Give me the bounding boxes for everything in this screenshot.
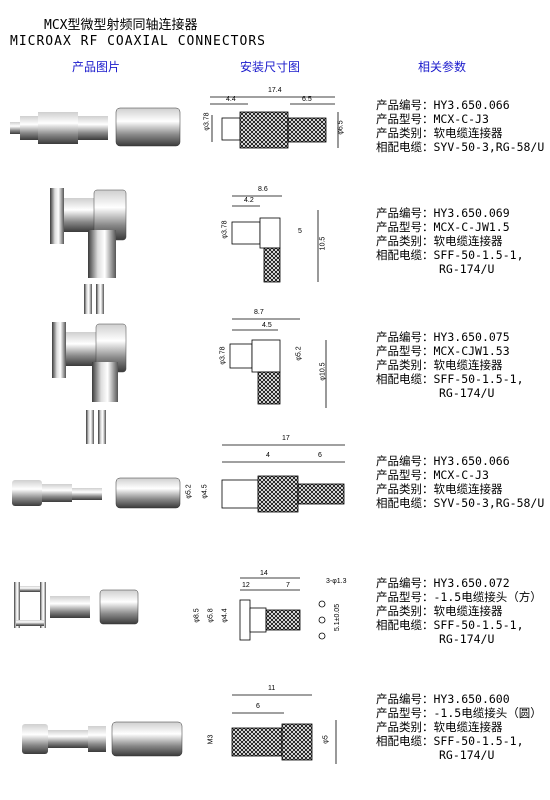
product-category: 产品类别：软电缆连接器 [376,234,503,248]
dim-5g: 3-φ1.3 [326,578,347,585]
product-code: 产品编号：HY3.650.066 [376,98,510,112]
product-category: 产品类别：软电缆连接器 [376,604,503,618]
connector-photo-6 [22,721,183,757]
product-cable: 相配电缆：SFF-50-1.5-1, [376,734,524,748]
dim-4b: 4 [266,452,270,459]
dimension-drawing-6 [231,694,337,764]
product-cable-2: RG-174/U [439,386,495,400]
product-model: 产品型号：-1.5电缆接头（圆） [376,706,542,720]
dim-6b: 6 [256,703,260,710]
product-cable: 相配电缆：SFF-50-1.5-1, [376,618,524,632]
dim-6c: M3 [207,734,215,745]
dimension-drawing-4 [221,444,345,513]
dim-2d: 5 [298,228,302,235]
column-heading-drawing: 安装尺寸图 [240,60,301,74]
dim-5c: 7 [286,582,290,589]
dim-4c: 6 [318,452,322,459]
dim-6a: 11 [268,685,276,692]
product-cable: 相配电缆：SFF-50-1.5-1, [376,372,524,386]
product-model: 产品型号：MCX-C-J3 [376,112,489,126]
dim-5b: 12 [242,582,250,589]
product-cable-2: RG-174/U [439,748,495,762]
spec-block-2: 产品编号：HY3.650.069 产品型号：MCX-C-JW1.5 产品类别：软… [376,206,524,276]
dim-1a: 17.4 [268,87,282,94]
dim-2a: 8.6 [258,186,268,193]
product-category: 产品类别：软电缆连接器 [376,126,503,140]
product-model: 产品型号：MCX-CJW1.53 [376,344,510,358]
connector-photo-1 [10,107,181,147]
dimension-drawing-1 [210,96,339,149]
connector-photo-2 [50,188,127,314]
product-cable: 相配电缆：SYV-50-3,RG-58/U [376,496,545,510]
product-category: 产品类别：软电缆连接器 [376,358,503,372]
product-cable: 相配电缆：SFF-50-1.5-1, [376,248,524,262]
connector-photo-5 [14,582,139,628]
column-heading-photo: 产品图片 [72,60,121,74]
column-heading-params: 相关参数 [418,60,467,74]
dimension-drawing-5 [239,577,326,641]
spec-block-6: 产品编号：HY3.650.600 产品型号：-1.5电缆接头（圆） 产品类别：软… [376,692,542,762]
dim-1b: 4.4 [226,96,236,103]
dim-3b: 4.5 [262,322,272,329]
spec-block-3: 产品编号：HY3.650.075 产品型号：MCX-CJW1.53 产品类别：软… [376,330,524,400]
connector-photo-4 [12,477,181,509]
product-cable: 相配电缆：SYV-50-3,RG-58/U [376,140,545,154]
product-code: 产品编号：HY3.650.066 [376,454,510,468]
dim-2b: 4.2 [244,197,254,204]
connector-photo-3 [52,322,127,444]
page-title-cn: MCX型微型射频同轴连接器 [44,18,198,33]
product-category: 产品类别：软电缆连接器 [376,482,503,496]
product-code: 产品编号：HY3.650.069 [376,206,510,220]
spec-block-4: 产品编号：HY3.650.066 产品型号：MCX-C-J3 产品类别：软电缆连… [376,454,544,510]
product-code: 产品编号：HY3.650.600 [376,692,510,706]
dim-3a: 8.7 [254,309,264,316]
product-category: 产品类别：软电缆连接器 [376,720,503,734]
product-cable-2: RG-174/U [439,632,495,646]
dim-6d: φ5 [322,735,330,744]
dim-5a: 14 [260,570,268,577]
product-code: 产品编号：HY3.650.075 [376,330,510,344]
dimension-drawing-3 [229,318,327,408]
product-model: 产品型号：-1.5电缆接头（方） [376,590,542,604]
product-code: 产品编号：HY3.650.072 [376,576,510,590]
product-model: 产品型号：MCX-C-JW1.5 [376,220,510,234]
page-title-en: MICROAX RF COAXIAL CONNECTORS [10,34,266,49]
product-model: 产品型号：MCX-C-J3 [376,468,489,482]
spec-block-5: 产品编号：HY3.650.072 产品型号：-1.5电缆接头（方） 产品类别：软… [376,576,542,646]
dim-4a: 17 [282,435,290,442]
dimension-drawing-2 [231,195,319,283]
spec-block-1: 产品编号：HY3.650.066 产品型号：MCX-C-J3 产品类别：软电缆连… [376,98,544,154]
product-cable-2: RG-174/U [439,262,495,276]
dim-1c: 6.5 [302,96,312,103]
